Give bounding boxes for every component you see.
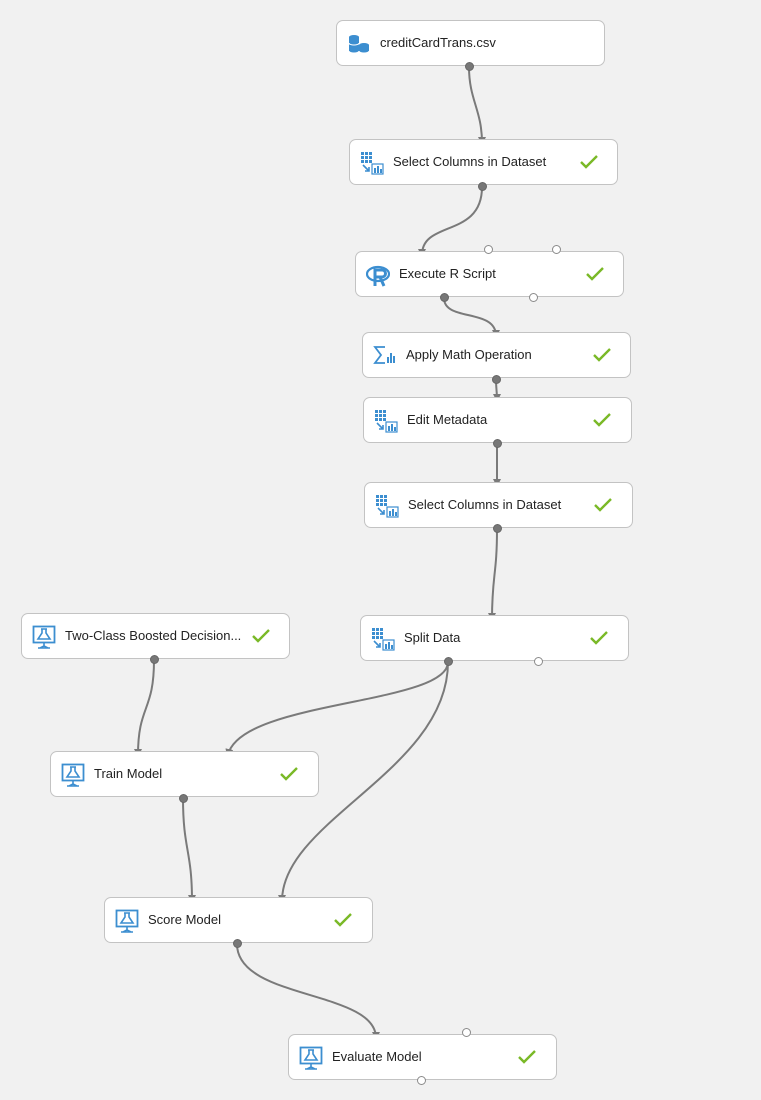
input-port[interactable] — [552, 245, 561, 254]
connection-score-model-to-evaluate-model — [236, 943, 380, 1040]
connection-split-data-to-score-model — [278, 661, 449, 903]
model-flask-icon — [61, 763, 85, 787]
table-transform-icon — [375, 410, 398, 433]
output-port[interactable] — [492, 375, 501, 384]
module-label: Two-Class Boosted Decision... — [65, 628, 242, 643]
r-logo-icon — [366, 265, 390, 287]
module-select-columns-in-dataset[interactable]: Select Columns in Dataset — [349, 139, 618, 185]
module-score-model[interactable]: Score Model — [104, 897, 373, 943]
output-port[interactable] — [150, 655, 159, 664]
module-select-columns-in-dataset-2[interactable]: Select Columns in Dataset — [364, 482, 633, 528]
input-port[interactable] — [462, 1028, 471, 1037]
model-flask-icon — [299, 1046, 323, 1070]
output-port[interactable] — [465, 62, 474, 71]
checkmark-icon — [590, 631, 608, 645]
module-label: Score Model — [148, 912, 221, 927]
connection-split-data-to-train-model — [225, 661, 449, 757]
module-evaluate-model[interactable]: Evaluate Model — [288, 1034, 557, 1080]
output-port[interactable] — [534, 657, 543, 666]
module-label: Select Columns in Dataset — [408, 497, 562, 512]
input-port[interactable] — [484, 245, 493, 254]
module-two-class-boosted-decision-tree[interactable]: Two-Class Boosted Decision... — [21, 613, 290, 659]
sigma-chart-icon — [373, 346, 395, 364]
module-split-data[interactable]: Split Data — [360, 615, 629, 661]
output-port[interactable] — [478, 182, 487, 191]
connection-select-columns-2-to-split-data — [488, 528, 498, 621]
connection-dataset-to-select-columns-1 — [468, 66, 486, 145]
connection-train-model-to-score-model — [182, 797, 196, 903]
module-execute-r-script[interactable]: Execute R Script — [355, 251, 624, 297]
table-transform-icon — [376, 495, 399, 518]
module-label: Apply Math Operation — [406, 347, 532, 362]
model-flask-icon — [32, 625, 56, 649]
checkmark-icon — [334, 913, 352, 927]
connection-select-columns-1-to-execute-r — [418, 186, 483, 257]
dataset-icon — [348, 35, 370, 54]
model-flask-icon — [115, 909, 139, 933]
module-label: Split Data — [404, 630, 461, 645]
connection-two-class-to-train-model — [134, 659, 155, 757]
module-label: Select Columns in Dataset — [393, 154, 547, 169]
connection-execute-r-to-apply-math — [443, 297, 500, 338]
table-transform-icon — [361, 152, 384, 175]
module-label: Execute R Script — [399, 266, 496, 281]
checkmark-icon — [518, 1050, 536, 1064]
output-port[interactable] — [493, 439, 502, 448]
output-port[interactable] — [417, 1076, 426, 1085]
output-port[interactable] — [179, 794, 188, 803]
checkmark-icon — [593, 348, 611, 362]
table-transform-icon — [372, 628, 395, 651]
checkmark-icon — [252, 629, 270, 643]
module-edit-metadata[interactable]: Edit Metadata — [363, 397, 632, 443]
module-label: Train Model — [94, 766, 163, 781]
output-port[interactable] — [529, 293, 538, 302]
module-label: Edit Metadata — [407, 412, 488, 427]
checkmark-icon — [280, 767, 298, 781]
module-label: Evaluate Model — [332, 1049, 422, 1064]
module-apply-math-operation[interactable]: Apply Math Operation — [362, 332, 631, 378]
output-port[interactable] — [233, 939, 242, 948]
checkmark-icon — [593, 413, 611, 427]
module-dataset[interactable]: creditCardTrans.csv — [336, 20, 605, 66]
checkmark-icon — [594, 498, 612, 512]
checkmark-icon — [580, 155, 598, 169]
checkmark-icon — [586, 267, 604, 281]
module-label: creditCardTrans.csv — [380, 35, 496, 50]
output-port[interactable] — [444, 657, 453, 666]
output-port[interactable] — [440, 293, 449, 302]
output-port[interactable] — [493, 524, 502, 533]
module-train-model[interactable]: Train Model — [50, 751, 319, 797]
